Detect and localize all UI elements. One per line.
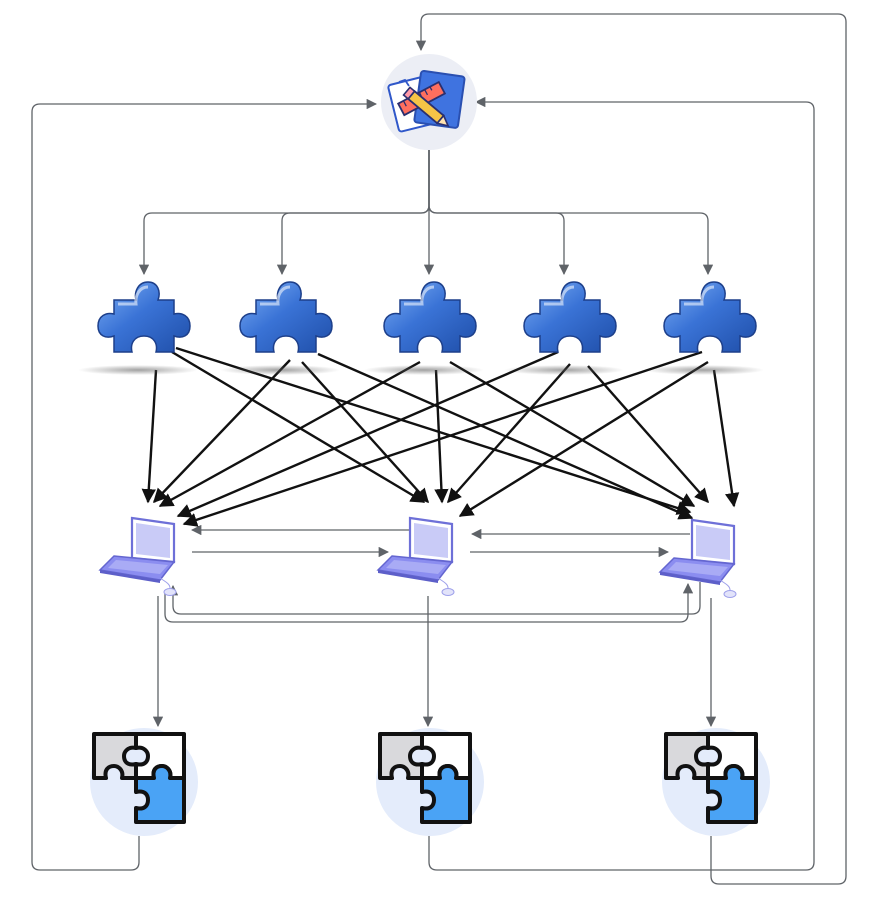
edge-designer-piece-4 — [428, 150, 570, 276]
puzzle-piece-node-1[interactable] — [78, 280, 198, 375]
assembled-puzzle-icon — [660, 726, 772, 838]
assembled-puzzle-node-1[interactable] — [88, 726, 200, 838]
laptop-node-1[interactable] — [98, 516, 178, 597]
laptop-mesh-connectors — [164, 524, 701, 623]
piece-shadow — [644, 365, 764, 375]
edge-piece-1-laptop-2 — [171, 350, 426, 504]
edge-laptop-3-laptop-1 — [167, 582, 701, 615]
puzzle-piece-icon — [662, 280, 758, 354]
edge-piece-4-laptop-2 — [447, 363, 571, 504]
edge-piece-5-laptop-2 — [458, 360, 709, 518]
edge-piece-3-laptop-1 — [158, 360, 421, 508]
piece-shadow — [220, 365, 340, 375]
edge-designer-piece-1 — [138, 150, 430, 276]
edge-piece-5-laptop-3 — [712, 369, 740, 508]
puzzle-piece-icon — [238, 280, 334, 354]
designer-node[interactable] — [381, 54, 477, 150]
piece-to-laptop-connectors — [141, 346, 740, 527]
edge-piece-3-laptop-2 — [434, 369, 449, 504]
assembled-puzzle-node-3[interactable] — [660, 726, 772, 838]
design-tools-icon — [387, 70, 466, 133]
edge-piece-1-laptop-3 — [175, 346, 692, 515]
piece-shadow — [78, 365, 198, 375]
edge-piece-5-laptop-1 — [182, 350, 703, 527]
edge-piece-2-laptop-1 — [153, 359, 291, 504]
assembled-puzzle-icon — [88, 726, 200, 838]
edge-piece-2-laptop-2 — [301, 361, 429, 504]
puzzle-piece-node-4[interactable] — [504, 280, 624, 375]
puzzle-piece-icon — [96, 280, 192, 354]
laptop-to-assembled-connectors — [152, 596, 717, 728]
edge-assembled-1-designer — [31, 98, 378, 871]
edge-laptop-1-laptop-3 — [164, 582, 694, 623]
laptop-icon — [658, 518, 738, 599]
assembled-puzzle-node-2[interactable] — [374, 726, 486, 838]
designer-to-pieces-connectors — [138, 150, 714, 276]
piece-shadow — [504, 365, 624, 375]
edge-designer-piece-2 — [276, 150, 430, 276]
piece-shadow — [364, 365, 484, 375]
puzzle-piece-icon — [522, 280, 618, 354]
edge-piece-3-laptop-3 — [449, 360, 696, 508]
assembled-puzzle-icon — [374, 726, 486, 838]
laptop-icon — [98, 516, 178, 597]
feedback-connectors — [31, 13, 847, 885]
edge-designer-piece-5 — [428, 150, 714, 276]
puzzle-piece-node-3[interactable] — [364, 280, 484, 375]
edge-assembled-2-designer — [428, 96, 815, 871]
edge-piece-4-laptop-1 — [176, 350, 559, 518]
puzzle-piece-node-2[interactable] — [220, 280, 340, 375]
puzzle-piece-icon — [382, 280, 478, 354]
laptop-node-3[interactable] — [658, 518, 738, 599]
edge-piece-1-laptop-1 — [141, 369, 158, 504]
edge-piece-4-laptop-3 — [587, 365, 709, 504]
puzzle-piece-node-5[interactable] — [644, 280, 764, 375]
edge-assembled-3-designer — [415, 13, 847, 885]
